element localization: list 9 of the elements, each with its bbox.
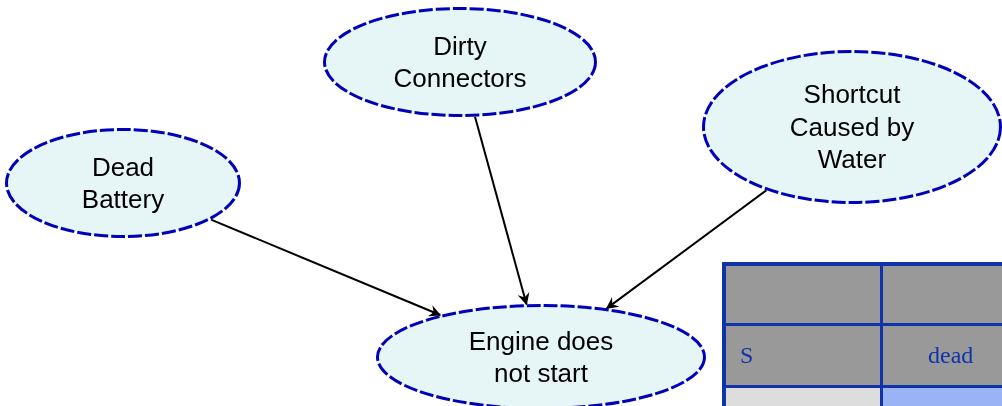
arrow [605, 189, 768, 310]
node-label: Dirty Connectors [392, 29, 528, 95]
arrow [210, 218, 442, 317]
node-label: Shortcut Caused by Water [788, 78, 916, 176]
node-label: Engine does not start [467, 324, 615, 390]
table-cell: dead [883, 326, 1002, 385]
arrow [474, 115, 530, 306]
table-cell: S [726, 326, 880, 385]
node-label: Dead Battery [80, 150, 166, 216]
